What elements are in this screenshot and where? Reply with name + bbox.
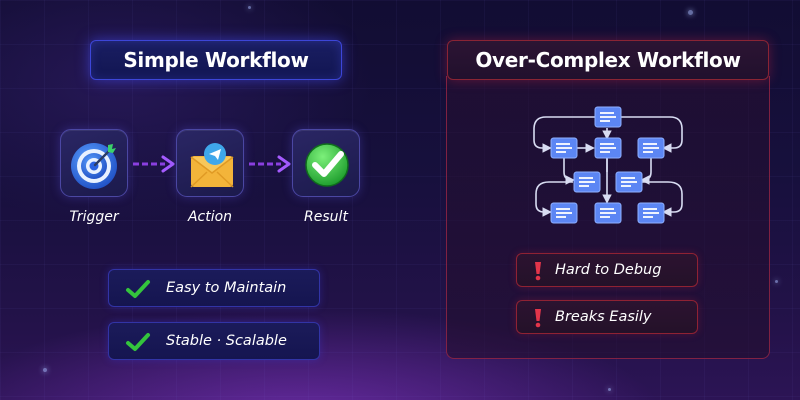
benefit-text: Easy to Maintain [166,280,287,296]
sparkle-dot [43,368,47,372]
complex-flowchart [533,106,683,224]
exclamation-icon [535,262,541,281]
target-icon [71,143,117,189]
check-circle-icon [305,143,349,187]
benefit-badge: Stable · Scalable [108,322,320,360]
benefit-text: Stable · Scalable [166,333,287,349]
result-label: Result [304,209,348,225]
arrow-right-icon [133,155,175,173]
sparkle-dot [248,6,251,9]
complex-workflow-title: Over-Complex Workflow [447,40,769,80]
exclamation-icon [535,309,541,328]
sparkle-dot [608,388,611,391]
issue-text: Hard to Debug [555,262,662,278]
action-step-box [176,129,244,197]
arrow-right-icon [249,155,291,173]
envelope-icon [190,143,234,188]
trigger-step-box [60,129,128,197]
result-step-box [292,129,360,197]
issue-text: Breaks Easily [555,309,652,325]
trigger-label: Trigger [69,209,119,225]
check-icon [126,333,150,351]
sparkle-dot [688,10,693,15]
action-label: Action [187,209,233,225]
benefit-badge: Easy to Maintain [108,269,320,307]
issue-badge: Breaks Easily [516,300,698,334]
issue-badge: Hard to Debug [516,253,698,287]
sparkle-dot [775,280,778,283]
check-icon [126,280,150,298]
simple-workflow-title: Simple Workflow [90,40,342,80]
